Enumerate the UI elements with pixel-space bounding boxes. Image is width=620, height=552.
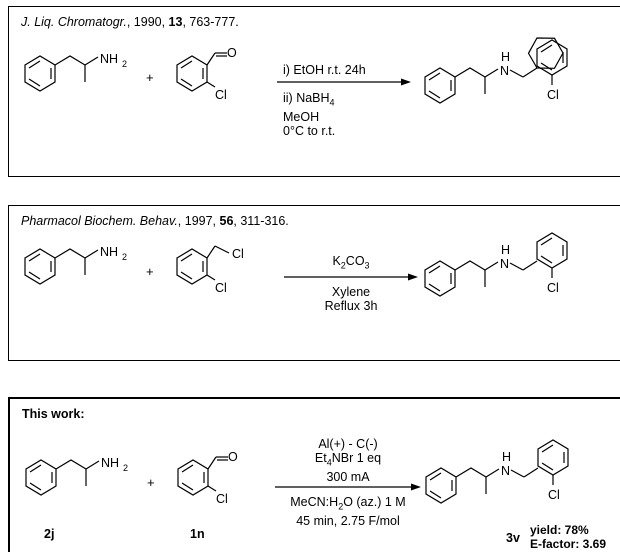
chlorobenzaldehyde-structure: O Cl: [176, 46, 237, 102]
this-work-panel: This work: NH 2 2j + O Cl 1n Al(+) - C(-…: [8, 397, 620, 552]
svg-text:Cl: Cl: [216, 492, 228, 506]
product-structure: N H Cl: [424, 232, 568, 297]
compound-label-2j: 2j: [44, 527, 55, 541]
volume-number: 56: [219, 214, 234, 228]
journal-name: Pharmacol Biochem. Behav.: [21, 214, 178, 228]
svg-text:Cl: Cl: [548, 488, 560, 502]
reaction-arrow: [284, 273, 418, 281]
reaction-arrow: [277, 78, 411, 86]
amphetamine-structure: NH 2: [24, 245, 127, 285]
svg-text:H: H: [501, 50, 510, 64]
this-work-title: This work:: [22, 407, 85, 421]
plus-sign: +: [146, 264, 154, 279]
svg-text:2: 2: [122, 59, 127, 69]
svg-text:N: N: [500, 64, 509, 78]
reaction-conditions-top: K2CO3: [332, 254, 370, 271]
reaction-conditions-bottom: ii) NaBH4 MeOH 0°C to r.t.: [283, 91, 336, 138]
yield-value: yield: 78%: [530, 523, 589, 537]
reaction-arrow: [275, 483, 421, 491]
svg-text:NH: NH: [101, 456, 119, 470]
product-structure: N H Cl: [425, 439, 569, 504]
svg-text:Cl: Cl: [215, 88, 227, 102]
plus-sign: +: [147, 475, 155, 490]
compound-label-3v: 3v: [506, 531, 520, 545]
amphetamine-structure: NH 2: [25, 456, 128, 496]
svg-text:NH: NH: [100, 245, 118, 259]
chlorobenzaldehyde-structure: O Cl: [177, 450, 238, 506]
svg-text:N: N: [501, 464, 510, 478]
svg-text:Cl: Cl: [547, 281, 559, 295]
chlorobenzyl-chloride-structure: Cl Cl: [176, 245, 244, 295]
reference-citation: Pharmacol Biochem. Behav., 1997, 56, 311…: [21, 214, 289, 228]
svg-text:Cl: Cl: [547, 88, 559, 102]
reference-panel-1: J. Liq. Chromatogr., 1990, 13, 763-777. …: [8, 6, 620, 177]
reaction-conditions-top: i) EtOH r.t. 24h: [283, 63, 366, 77]
svg-text:H: H: [502, 450, 511, 464]
svg-text:2: 2: [123, 463, 128, 473]
reaction-conditions-bottom: Xylene Reflux 3h: [324, 285, 378, 313]
svg-text:O: O: [228, 450, 238, 464]
reaction-conditions-top: Al(+) - C(-) Et4NBr 1 eq 300 mA: [314, 437, 382, 484]
svg-text:H: H: [501, 243, 510, 257]
svg-text:NH: NH: [100, 52, 118, 66]
svg-text:N: N: [500, 257, 509, 271]
reaction-conditions-bottom: MeCN:H2O (az.) 1 M 45 min, 2.75 F/mol: [290, 495, 406, 528]
svg-text:O: O: [227, 46, 237, 60]
compound-label-1n: 1n: [190, 527, 205, 541]
amphetamine-structure: NH 2: [24, 52, 127, 92]
svg-text:Cl: Cl: [232, 247, 244, 261]
volume-number: 13: [168, 15, 183, 29]
journal-name: J. Liq. Chromatogr.: [21, 15, 127, 29]
svg-text:Cl: Cl: [215, 281, 227, 295]
plus-sign: +: [146, 70, 154, 85]
reference-panel-2: Pharmacol Biochem. Behav., 1997, 56, 311…: [8, 205, 620, 361]
product-structure: N H Cl: [424, 37, 568, 104]
reference-citation: J. Liq. Chromatogr., 1990, 13, 763-777.: [21, 15, 239, 29]
efactor-value: E-factor: 3.69: [530, 537, 607, 551]
svg-text:2: 2: [122, 252, 127, 262]
